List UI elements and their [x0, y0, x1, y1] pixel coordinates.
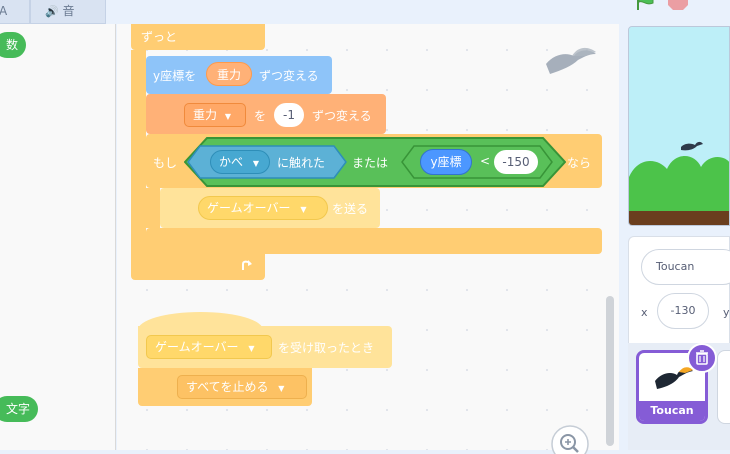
variable-dropdown-label: 重力 [193, 108, 218, 122]
change-variable-suffix: ずつ変える [312, 109, 372, 123]
tab-sounds[interactable]: 🔊 音 [30, 0, 106, 24]
change-y-block[interactable]: y座標を 重力 ずつ変える [146, 56, 332, 94]
touching-label: に触れた [277, 156, 326, 170]
if-block-arm[interactable] [146, 188, 160, 228]
dropdown-arrow-icon: ▼ [224, 112, 231, 121]
sprite-thumbnail-toucan [546, 47, 596, 74]
category-variables-label: 数 [6, 38, 19, 52]
broadcast-message-dropdown[interactable]: ゲームオーバー ▼ [198, 196, 328, 220]
change-value-input[interactable]: -1 [274, 103, 304, 127]
forever-label: ずっと [141, 30, 178, 44]
change-variable-mid: を [254, 109, 267, 123]
or-label: または [352, 156, 389, 170]
forever-block-arm[interactable] [131, 50, 146, 250]
loop-arrow-icon [242, 260, 252, 270]
sprite-name-field[interactable]: Toucan [641, 249, 730, 285]
sounds-tab-label: 音 [62, 4, 75, 18]
dropdown-arrow-icon: ▼ [278, 384, 285, 393]
receive-message-label: ゲームオーバー [155, 340, 239, 354]
change-variable-block[interactable]: 重力 ▼ を -1 ずつ変える [146, 94, 386, 134]
zoom-in-icon[interactable] [550, 424, 590, 454]
sprite-name-value: Toucan [656, 260, 695, 273]
if-block-bottom[interactable] [146, 228, 602, 254]
y-position-reporter[interactable]: y座標 [420, 149, 472, 175]
then-label: なら [567, 156, 592, 170]
stage-canvas[interactable] [628, 26, 730, 226]
category-variables[interactable]: 数 [0, 32, 27, 58]
broadcast-label: を送る [332, 202, 369, 216]
green-flag-icon[interactable] [634, 0, 656, 12]
forever-block-bottom[interactable] [131, 250, 265, 280]
delete-icon[interactable] [686, 342, 718, 374]
stop-option-label: すべてを止める [186, 380, 269, 394]
costume-tab-glyph: A [0, 4, 8, 18]
stop-icon[interactable] [667, 0, 689, 12]
change-y-label: y座標を [153, 69, 197, 83]
less-than-symbol: < [480, 154, 491, 168]
script-area-scrollbar[interactable] [606, 296, 614, 446]
x-label: x [641, 306, 648, 319]
sprite-tile-label: Toucan [639, 401, 705, 421]
receive-hat-block[interactable]: ゲームオーバー ▼ を受け取ったとき [138, 326, 392, 368]
compare-value-input[interactable]: -150 [494, 150, 538, 174]
toucan-thumbnail [655, 367, 693, 389]
editor-tab-bar [0, 0, 730, 24]
gravity-variable-reporter[interactable]: 重力 [206, 62, 252, 86]
if-label: もし [153, 156, 178, 170]
touching-target-dropdown[interactable]: かべ ▼ [210, 150, 270, 174]
tab-costumes[interactable]: A [0, 0, 30, 24]
x-position-field[interactable]: -130 [657, 293, 709, 329]
sprite-tile-next[interactable] [717, 350, 730, 424]
receive-label: を受け取ったとき [278, 341, 375, 355]
receive-message-dropdown[interactable]: ゲームオーバー ▼ [146, 335, 272, 359]
stop-block[interactable]: すべてを止める ▼ [138, 368, 312, 406]
y-label: y [723, 306, 730, 319]
broadcast-message-label: ゲームオーバー [207, 201, 291, 215]
change-y-suffix: ずつ変える [259, 69, 319, 83]
dropdown-arrow-icon: ▼ [300, 205, 307, 214]
dropdown-arrow-icon: ▼ [248, 344, 255, 353]
stage-scene [629, 27, 729, 225]
stop-option-dropdown[interactable]: すべてを止める ▼ [177, 375, 307, 399]
category-text-label: 文字 [6, 402, 31, 416]
block-palette [0, 24, 116, 450]
touching-target-label: かべ [219, 155, 244, 169]
dropdown-arrow-icon: ▼ [252, 159, 259, 168]
variable-dropdown[interactable]: 重力 ▼ [184, 103, 246, 127]
forever-block-top[interactable]: ずっと [131, 24, 265, 50]
broadcast-block[interactable]: ゲームオーバー ▼ を送る [160, 188, 380, 228]
category-text[interactable]: 文字 [0, 396, 39, 422]
speaker-icon: 🔊 [45, 5, 59, 18]
